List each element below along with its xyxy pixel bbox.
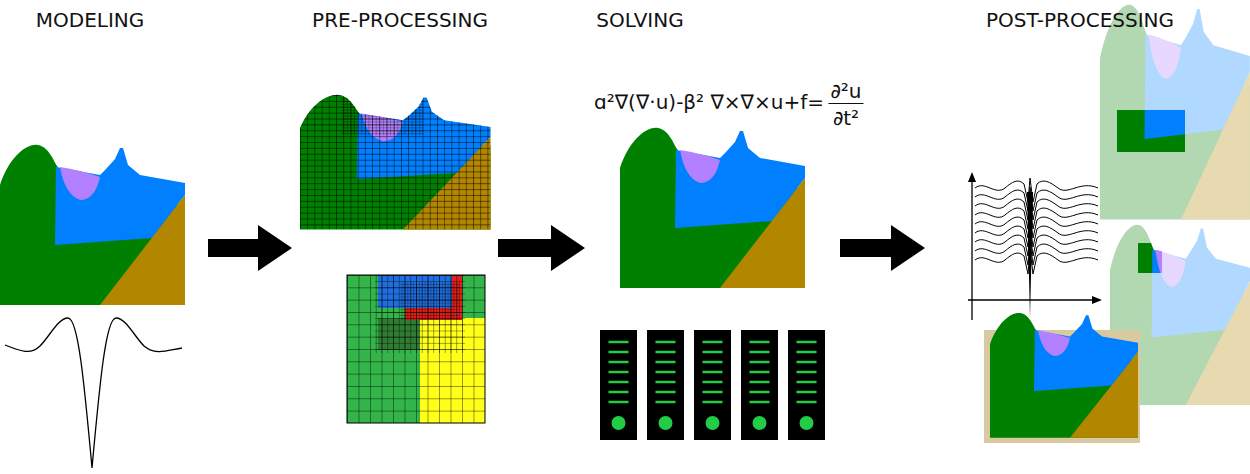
seismogram (968, 172, 1102, 320)
equation: ɑ²∇(∇·u)-β² ∇×∇×u+f= (594, 90, 824, 114)
flow-arrow (840, 225, 925, 271)
equation-fraction: ∂t² (833, 106, 859, 130)
fine-mesh (400, 282, 460, 320)
mesh-border (347, 275, 485, 423)
mesh-grid (375, 275, 465, 353)
geology-model (620, 128, 805, 288)
partitioned-mesh (347, 275, 485, 423)
flow-arrow (208, 225, 292, 271)
server-rack (788, 330, 825, 440)
stage-column: PRE-PROCESSING (292, 0, 498, 474)
server-rack (741, 330, 778, 440)
meshed-model (300, 95, 491, 230)
source-wavelet (5, 318, 182, 468)
server-rack (600, 330, 637, 440)
equation-fraction: ∂²u (828, 79, 863, 104)
fine-mesh (341, 95, 423, 135)
stage-heading: PRE-PROCESSING (312, 8, 488, 32)
stage-heading: POST-PROCESSING (986, 8, 1174, 32)
stage-column: MODELING (0, 0, 208, 474)
server-rack (694, 330, 731, 440)
mesh-grid (300, 95, 491, 229)
stage-column: SOLVING (585, 0, 840, 474)
partition (347, 275, 485, 423)
snapshot-back (1100, 5, 1250, 220)
stage-column: POST-PROCESSING (925, 0, 1250, 474)
compute-cluster (600, 330, 825, 440)
stage-heading: SOLVING (596, 8, 683, 32)
mesh-grid (347, 275, 485, 423)
server-rack (647, 330, 684, 440)
geology-model (0, 145, 185, 305)
flow-arrow (498, 225, 585, 271)
geology-model (300, 95, 491, 230)
stage-heading: MODELING (36, 8, 145, 32)
snapshot-front (984, 313, 1140, 443)
